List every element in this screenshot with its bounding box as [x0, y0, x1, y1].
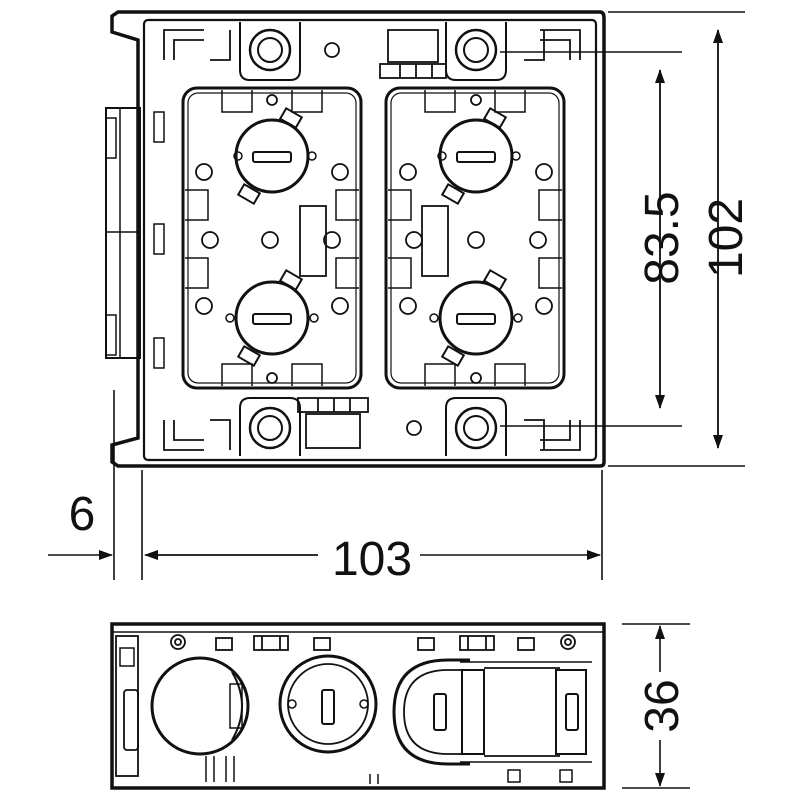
dimension-lines — [48, 11, 745, 789]
top-clip — [379, 29, 447, 79]
top-view-box — [105, 10, 606, 468]
bottom-clip — [297, 397, 369, 449]
dim-depth: 36 — [636, 679, 689, 732]
side-knockout-3 — [392, 658, 592, 766]
dim-mount-pitch: 83.5 — [636, 191, 689, 284]
screw-boss-tr — [445, 22, 507, 81]
side-knockout-1 — [150, 656, 250, 756]
knockout-bl — [225, 268, 319, 368]
side-knockout-2 — [278, 654, 378, 754]
screw-boss-bl — [239, 397, 301, 456]
mounting-holes — [195, 42, 553, 436]
dim-height-total: 102 — [700, 198, 753, 278]
dim-flange: 6 — [69, 488, 96, 541]
dim-width-total: 103 — [332, 533, 412, 586]
knockout-tl — [233, 106, 317, 206]
screw-boss-br — [445, 397, 507, 456]
opening-left — [181, 86, 363, 390]
side-outline — [110, 622, 606, 790]
inner-rim — [142, 18, 598, 462]
opening-right — [384, 86, 566, 390]
left-flange — [105, 107, 141, 359]
knockout-tr — [437, 106, 521, 206]
side-view-box — [110, 622, 606, 790]
box-outline — [110, 10, 606, 468]
screw-boss-tl — [239, 22, 301, 81]
knockout-br — [429, 268, 523, 368]
